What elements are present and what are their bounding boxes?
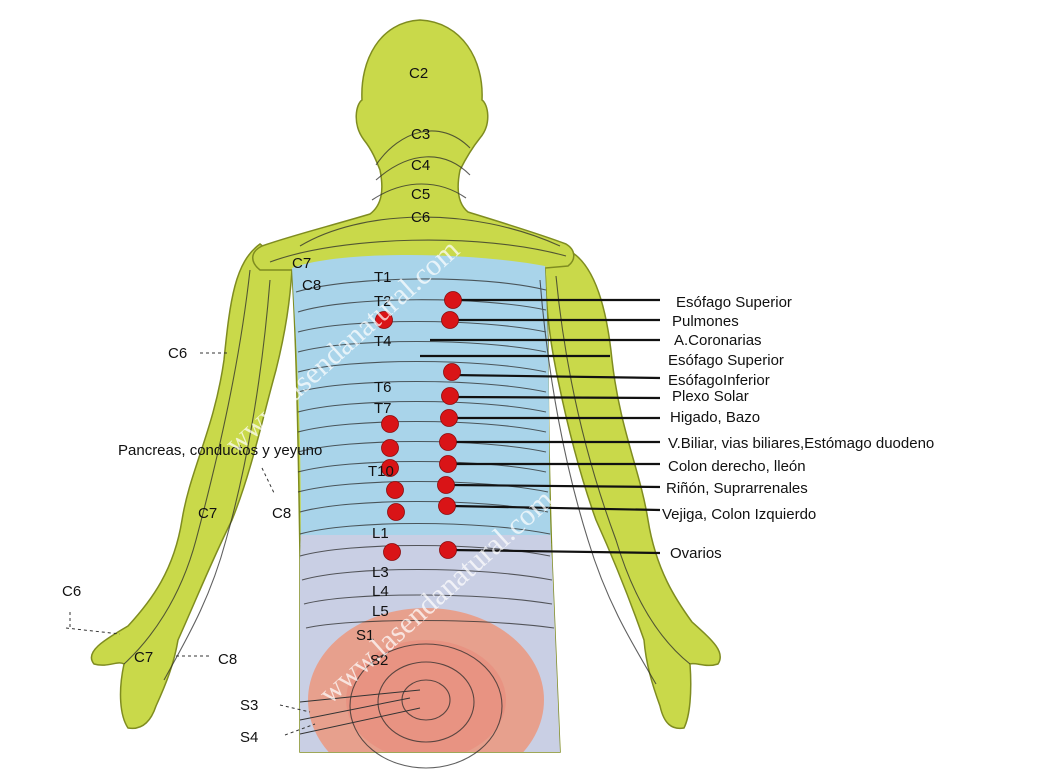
label-c4: C4 [411, 157, 430, 174]
sacral-zone-inner [346, 640, 506, 752]
point [439, 433, 457, 451]
organ-label: V.Biliar, vias biliares,Estómago duodeno [668, 435, 934, 452]
point [443, 363, 461, 381]
point [381, 439, 399, 457]
point [441, 387, 459, 405]
label-s1: S1 [356, 627, 374, 644]
label-c6-arm: C6 [168, 345, 187, 362]
reflex-points [375, 291, 462, 561]
label-c6-neck: C6 [411, 209, 430, 226]
dermatome-contours [123, 130, 691, 769]
organ-label: Riñón, Suprarrenales [666, 480, 808, 497]
label-t2: T2 [374, 293, 392, 310]
point [381, 415, 399, 433]
label-c8-shoulder: C8 [302, 277, 321, 294]
point [444, 291, 462, 309]
label-t1: T1 [374, 269, 392, 286]
point [439, 455, 457, 473]
label-c6-hand: C6 [62, 583, 81, 600]
point [386, 481, 404, 499]
organ-label: EsófagoInferior [668, 372, 770, 389]
organ-label: Esófago Superior [676, 294, 792, 311]
label-s3: S3 [240, 697, 258, 714]
organ-label: Esófago Superior [668, 352, 784, 369]
pancreas-label: Pancreas, conductos y yeyuno [118, 442, 322, 459]
point [387, 503, 405, 521]
organ-label: Colon derecho, lleón [668, 458, 806, 475]
label-s4: S4 [240, 729, 258, 746]
label-c5: C5 [411, 186, 430, 203]
organ-label: Vejiga, Colon Izquierdo [662, 506, 816, 523]
label-c7-hand: C7 [134, 649, 153, 666]
point [375, 311, 393, 329]
label-s2: S2 [370, 652, 388, 669]
label-t6: T6 [374, 379, 392, 396]
leader-lines [420, 298, 661, 555]
left-arm [90, 243, 293, 730]
organ-label: Pulmones [672, 313, 739, 330]
label-c3: C3 [411, 126, 430, 143]
point [381, 459, 399, 477]
label-t10: T10 [368, 463, 394, 480]
organ-label: Ovarios [670, 545, 722, 562]
label-l3: L3 [372, 564, 389, 581]
organ-label: Plexo Solar [672, 388, 749, 405]
point [441, 311, 459, 329]
label-l1: L1 [372, 525, 389, 542]
label-c7-shoulder: C7 [292, 255, 311, 272]
right-arm [544, 249, 721, 730]
point [383, 543, 401, 561]
arm-ticks [65, 352, 316, 736]
point [437, 476, 455, 494]
point [438, 497, 456, 515]
segment-labels: C2 C3 C4 C5 C6 C7 C8 C6 C7 C8 C6 C7 C8 T… [62, 65, 430, 746]
label-c8-hand: C8 [218, 651, 237, 668]
point [439, 541, 457, 559]
label-l4: L4 [372, 583, 389, 600]
label-t7: T7 [374, 400, 392, 417]
organ-labels: Esófago Superior Pulmones A.Coronarias E… [662, 294, 934, 562]
organ-label: Higado, Bazo [670, 409, 760, 426]
s3-s4-leaders [299, 689, 421, 735]
organ-label: A.Coronarias [674, 332, 762, 349]
label-l5: L5 [372, 603, 389, 620]
label-c8-forearm: C8 [272, 505, 291, 522]
label-c2: C2 [409, 65, 428, 82]
thoracic-zone [292, 255, 560, 545]
point [440, 409, 458, 427]
label-t4: T4 [374, 333, 392, 350]
label-c7-forearm: C7 [198, 505, 217, 522]
